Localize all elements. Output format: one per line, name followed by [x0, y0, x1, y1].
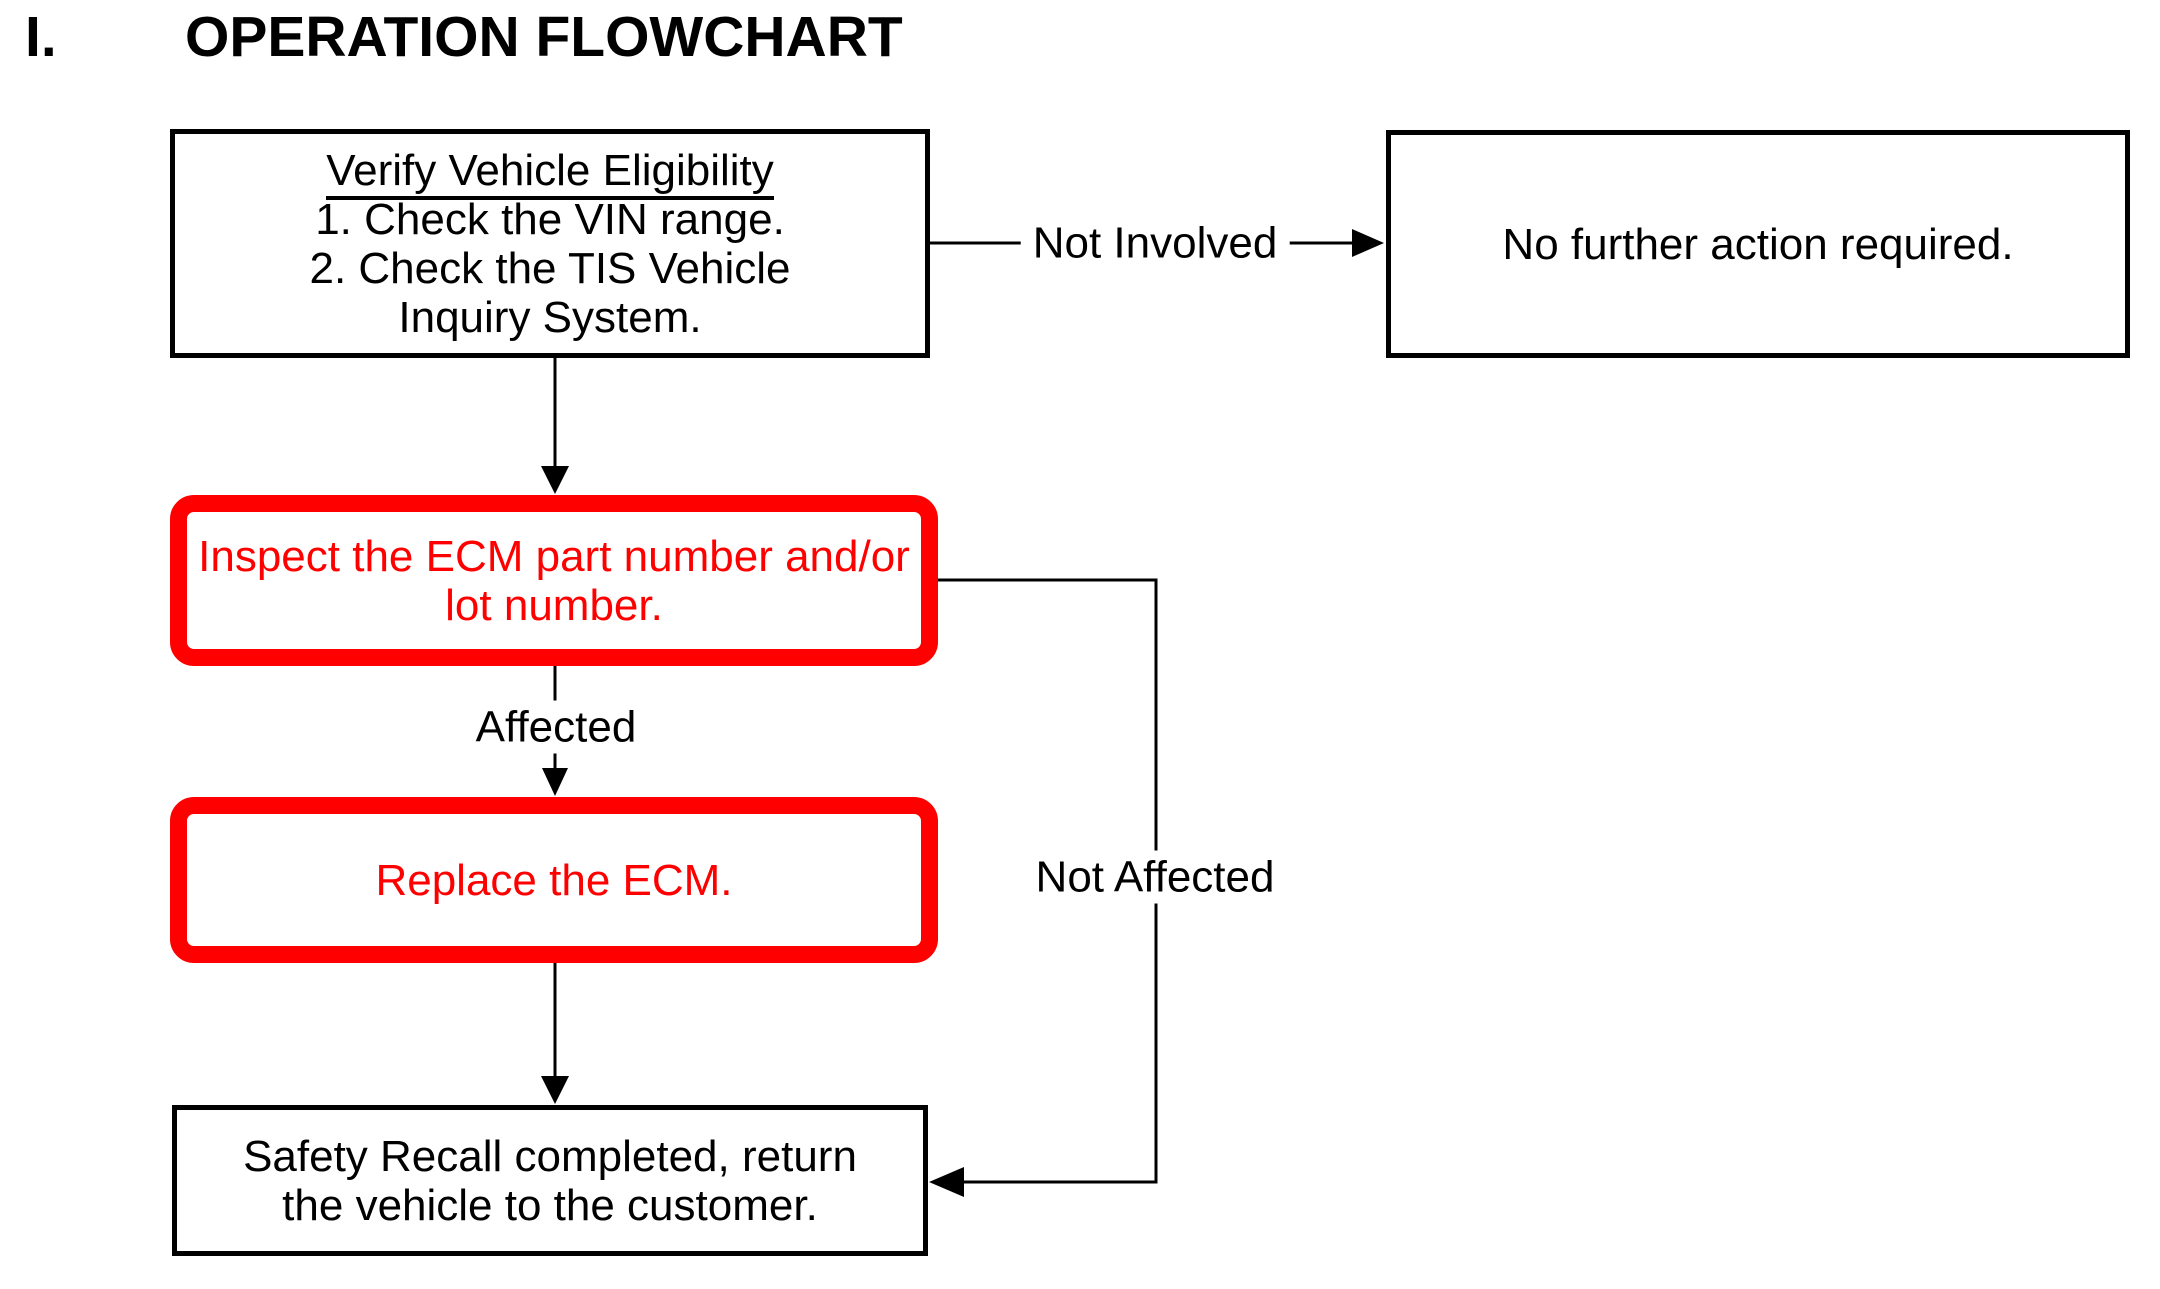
verify-item: 1. Check the VIN range. — [315, 194, 785, 244]
edge-label-not-involved: Not Involved — [1020, 216, 1290, 270]
safety-text: Safety Recall completed, return — [243, 1131, 857, 1181]
flow-node-replace-ecm: Replace the ECM. — [170, 797, 938, 963]
edge-label-affected: Affected — [463, 700, 649, 754]
inspect-text: lot number. — [445, 580, 663, 630]
section-numeral: I. — [25, 5, 57, 69]
edge-replace-to-safety-arrowhead — [541, 1076, 569, 1104]
edge-affected-arrowhead — [542, 768, 568, 796]
replace-text: Replace the ECM. — [375, 855, 733, 905]
flow-node-no-further-action: No further action required. — [1386, 130, 2130, 358]
flow-node-verify-eligibility: Verify Vehicle Eligibility 1. Check the … — [170, 129, 930, 358]
edge-not-affected-arrowhead — [929, 1167, 964, 1197]
flow-node-recall-completed: Safety Recall completed, return the vehi… — [172, 1105, 928, 1256]
page-title: OPERATION FLOWCHART — [185, 5, 903, 69]
safety-text: the vehicle to the customer. — [282, 1180, 818, 1230]
flow-node-inspect-ecm: Inspect the ECM part number and/or lot n… — [170, 495, 938, 666]
edge-label-not-affected: Not Affected — [1023, 850, 1287, 904]
verify-heading: Verify Vehicle Eligibility — [326, 145, 774, 200]
edge-verify-to-inspect-arrowhead — [541, 466, 569, 494]
verify-item: 2. Check the TIS Vehicle — [309, 243, 791, 293]
inspect-text: Inspect the ECM part number and/or — [198, 531, 910, 581]
no-action-text: No further action required. — [1502, 219, 2014, 269]
edge-not-involved-arrowhead — [1352, 229, 1384, 257]
verify-item: Inquiry System. — [398, 292, 702, 342]
